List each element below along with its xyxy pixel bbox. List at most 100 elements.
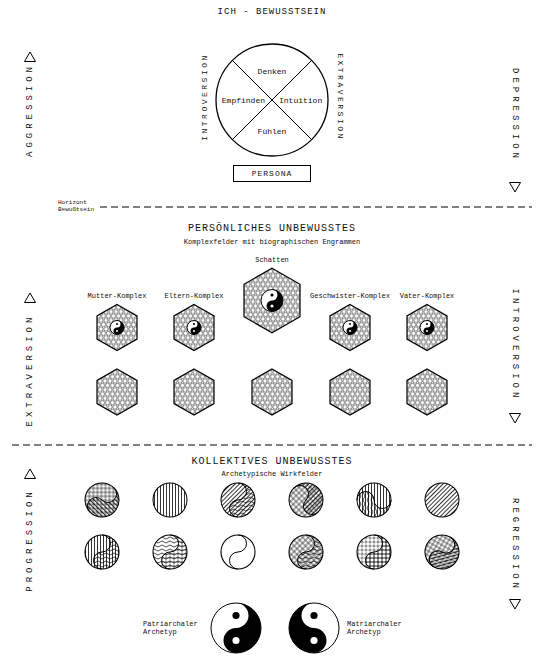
hexagon-outline [407, 305, 447, 351]
function-label-holder: Empfinden [222, 96, 265, 105]
yin-yang-ring [343, 321, 357, 335]
circle-ring [216, 44, 328, 156]
up-triangle [25, 52, 36, 62]
complex-field: Vater-Komplex [400, 292, 455, 352]
yin-yang-ring [261, 290, 283, 312]
archetype-outline [425, 483, 459, 517]
yin-yang-dot [310, 612, 317, 619]
archetype-outline [221, 535, 255, 569]
function-label: Empfinden [222, 96, 265, 105]
archetype-outline [357, 535, 391, 569]
down-triangle [510, 414, 521, 424]
archetype-yin-yang [289, 603, 339, 653]
archetype-yin-yang [211, 603, 261, 653]
layer-divider [12, 445, 532, 446]
yin-yang-dot [310, 637, 317, 644]
function-label: Denken [258, 67, 287, 76]
yin-yang-ring [110, 321, 124, 335]
archetype-outline [153, 535, 187, 569]
archetype-circle [85, 535, 119, 569]
function-circle: DenkenEmpfinden IntuitionFühlen [215, 43, 329, 157]
archetype-outline [282, 476, 330, 524]
archetype-divider [94, 535, 111, 569]
layer-heading: Komplexfelder mit biographischen Engramm… [184, 238, 360, 246]
archetype-circle [78, 476, 126, 524]
archetype-half [162, 535, 188, 569]
layer-heading-holder: KOLLEKTIVES UNBEWUSSTES [191, 456, 352, 468]
archetype-field [221, 535, 255, 569]
archetype-node: Matriarchaler Archetyp [287, 601, 407, 655]
archetype-field [221, 483, 255, 517]
archetype-field [153, 535, 187, 569]
horizon-label-holder: Horizont Bewußtsein [58, 200, 98, 214]
archetype-symbol [287, 601, 341, 655]
archetype-half [298, 535, 324, 569]
complex-hexagon [407, 369, 447, 415]
axis-label-holder: INTROVERSION [200, 53, 210, 141]
yin-yang-ring [211, 603, 261, 653]
axis-label: EXTRAVERSION [335, 53, 345, 141]
function-label: Fühlen [258, 127, 287, 136]
yin-yang-dot [193, 330, 195, 332]
yin-yang-dot [116, 330, 118, 332]
archetype-half [230, 535, 256, 569]
archetype-outline [419, 529, 465, 575]
yin-yang-dot [232, 612, 239, 619]
complex-core [420, 321, 434, 335]
archetype-field [153, 483, 187, 517]
complex-hexagon [252, 369, 292, 415]
layer-heading-holder: PERSÖNLICHES UNBEWUSSTES [188, 223, 356, 235]
complex-label: Schatten [243, 256, 301, 264]
archetype-circle [419, 529, 465, 575]
archetype-outline [78, 476, 126, 524]
title: ICH - BEWUSSTSEIN [218, 7, 327, 17]
function-label-holder: Intuition [279, 96, 322, 105]
hexagon-outline [174, 305, 214, 351]
complex-label: Mutter-Komplex [88, 292, 147, 300]
archetype-divider [357, 492, 391, 509]
hexagon-shape [243, 267, 301, 334]
archetype-divider [162, 535, 179, 569]
archetype-label: Patriarchaler Archetyp [143, 620, 203, 637]
archetype-label-holder: Matriarchaler Archetyp [347, 620, 407, 637]
complex-core [261, 290, 283, 312]
archetype-field [85, 535, 119, 569]
yin-yang-dot [349, 330, 351, 332]
archetype-label: Matriarchaler Archetyp [347, 620, 407, 637]
archetype-half [366, 535, 392, 569]
up-triangle [25, 293, 36, 303]
persona-label: PERSONA [252, 169, 293, 178]
archetype-circle [357, 483, 391, 517]
archetype-outline [357, 483, 391, 517]
axis-label-holder: EXTRAVERSION [335, 53, 345, 141]
axis-label: REGRESSION [510, 498, 521, 592]
function-label-holder: Fühlen [258, 127, 287, 136]
complex-hexagon [174, 369, 214, 415]
down-triangle [510, 183, 521, 193]
layer-heading: PERSÖNLICHES UNBEWUSSTES [188, 223, 356, 235]
archetype-outline [153, 483, 187, 517]
archetype-field [419, 529, 465, 575]
hexagon-outline [330, 305, 370, 351]
archetype-circle [357, 535, 391, 569]
yin-yang-dark [289, 603, 326, 653]
yin-yang-dark [191, 321, 201, 335]
layer-heading-holder: Komplexfelder mit biographischen Engramm… [184, 238, 360, 246]
hexagon-shape [96, 303, 138, 352]
archetype-divider [288, 482, 324, 518]
complex-hexagon [330, 369, 370, 415]
yin-yang-dot [270, 294, 273, 297]
layer-heading: Archetypische Wirkfelder [222, 470, 323, 478]
persona-box: PERSONA [233, 165, 312, 182]
archetype-divider [366, 535, 383, 569]
yin-yang-dark [267, 290, 283, 312]
archetype-circle [221, 483, 255, 517]
yin-yang-dot [193, 323, 195, 325]
hexagon-outline [97, 305, 137, 351]
axis-label-holder: EXTRAVERSION [25, 314, 36, 427]
yin-yang-dark [346, 321, 356, 335]
archetype-circle [153, 535, 187, 569]
complex-core [110, 321, 124, 335]
hexagon-outline [244, 269, 300, 334]
